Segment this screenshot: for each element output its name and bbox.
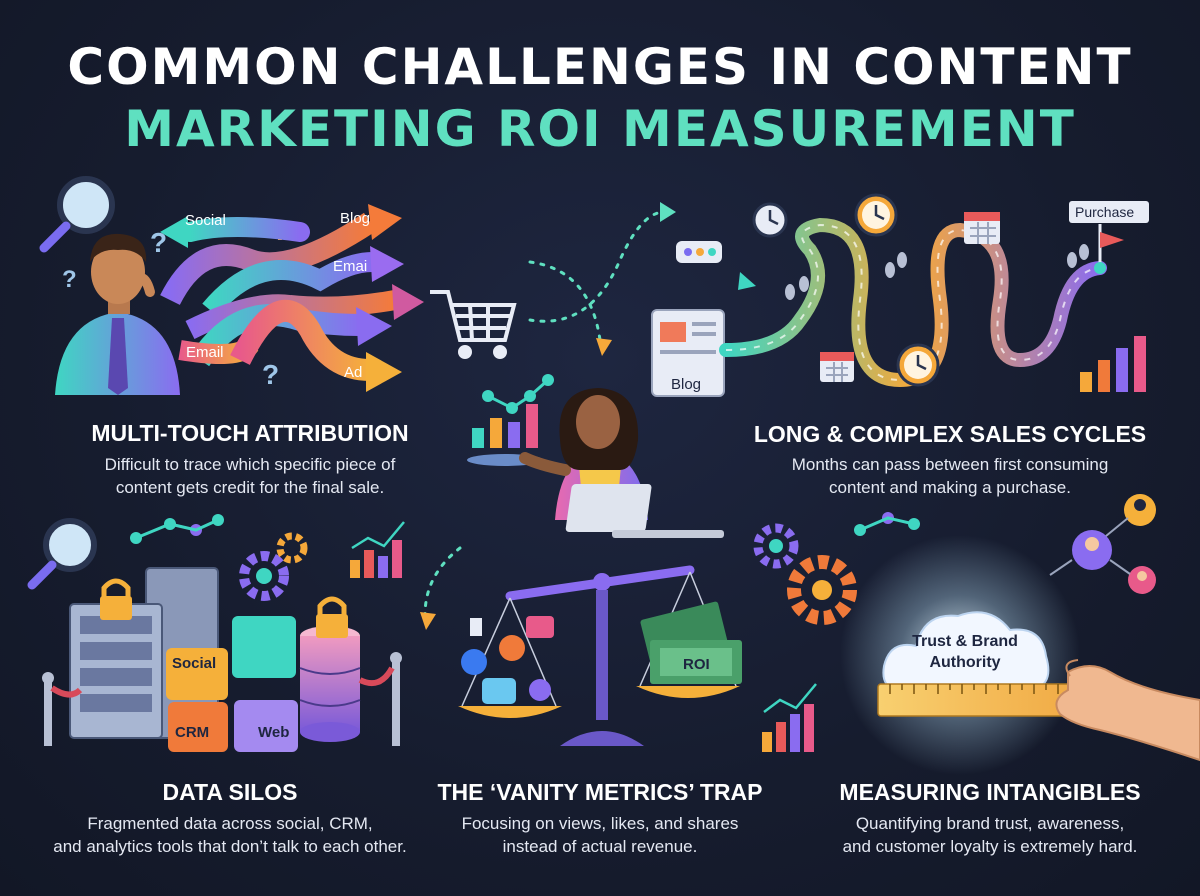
- desc-line: Difficult to trace which specific piece …: [104, 455, 396, 474]
- desc-line: Quantifying brand trust, awareness,: [855, 814, 1125, 833]
- section-title-silos: DATA SILOS: [162, 779, 298, 805]
- section-title-attribution: MULTI-TOUCH ATTRIBUTION: [91, 420, 409, 446]
- desc-line: content and making a purchase.: [829, 478, 1071, 497]
- puzzle-label-web: Web: [258, 724, 289, 741]
- arrow-label-email: Email: [186, 344, 224, 361]
- gear-icon: [276, 532, 308, 564]
- vanity-metrics-illustration: ROI: [458, 565, 742, 746]
- desc-line: Fragmented data across social, CRM,: [87, 814, 373, 833]
- section-title-sales-cycles: LONG & COMPLEX SALES CYCLES: [753, 421, 1147, 447]
- desc-line: Months can pass between first consuming: [791, 455, 1109, 474]
- desc-line: content gets credit for the final sale.: [115, 478, 385, 497]
- calendar-icon: [964, 212, 1000, 244]
- arrow-label-social: Social: [185, 212, 226, 229]
- hand-icon: [1055, 659, 1200, 762]
- arrowhead-icon: [420, 612, 436, 630]
- desc-line: and analytics tools that don’t talk to e…: [53, 837, 407, 856]
- blog-page-label: Blog: [671, 376, 701, 393]
- desc-line: Focusing on views, likes, and shares: [461, 814, 739, 833]
- shopping-cart-icon: [430, 290, 517, 359]
- cloud-label-line2: Authority: [929, 654, 1000, 671]
- section-title-vanity: THE ‘VANITY METRICS’ TRAP: [437, 779, 763, 805]
- dotted-connectors: [423, 210, 664, 617]
- gear-icon: [753, 523, 799, 569]
- network-nodes-icon: [130, 514, 224, 544]
- purchase-label: Purchase: [1075, 204, 1134, 220]
- gear-icon: [239, 551, 289, 601]
- puzzle-label-social: Social: [172, 655, 216, 672]
- arrowhead-icon: [596, 338, 612, 356]
- purchase-flag-icon: [1069, 201, 1149, 274]
- bar-chart-icon: [762, 683, 817, 752]
- balance-scale-icon: [458, 565, 740, 746]
- sales-cycle-illustration: Blog Purchase: [651, 193, 1149, 397]
- section-desc-intangibles: Quantifying brand trust, awareness, and …: [790, 812, 1190, 858]
- cloud-icon: [882, 611, 1050, 691]
- bar-chart-icon: [1080, 336, 1146, 392]
- clock-icon: [896, 343, 940, 387]
- section-title-intangibles: MEASURING INTANGIBLES: [839, 779, 1141, 805]
- section-desc-silos: Fragmented data across social, CRM, and …: [20, 812, 440, 858]
- arrow-label-ad: Ad: [344, 364, 362, 381]
- money-stack-icon: [640, 601, 742, 684]
- magnifier-icon: [39, 176, 115, 253]
- puzzle-label-crm: CRM: [175, 724, 209, 741]
- analyst-woman-icon: [467, 374, 724, 538]
- cloud-label-line1: Trust & Brand: [912, 633, 1018, 650]
- clock-icon: [752, 202, 788, 238]
- data-silos-illustration: Social CRM Web: [27, 514, 405, 752]
- database-icon: [299, 626, 361, 742]
- channel-arrows-icon: [160, 204, 424, 392]
- network-nodes-icon: [854, 512, 920, 536]
- question-mark-icon: ?: [62, 266, 77, 293]
- section-desc-attribution: Difficult to trace which specific piece …: [40, 453, 460, 499]
- bar-chart-icon: [350, 521, 405, 578]
- roi-label: ROI: [683, 656, 710, 673]
- bar-chart-icon: [472, 404, 538, 448]
- arrowhead-icon: [660, 202, 676, 222]
- title-line-1: COMMON CHALLENGES IN CONTENT: [67, 38, 1133, 96]
- intangibles-illustration: Trust & Brand Authority: [753, 494, 1200, 775]
- footprints-icon: [785, 244, 1089, 300]
- title-line-2: MARKETING ROI MEASUREMENT: [124, 100, 1076, 158]
- rope-barrier-icon: [42, 652, 402, 746]
- confused-man-icon: [55, 233, 180, 395]
- question-mark-icon: ?: [262, 359, 279, 390]
- question-mark-icon: ?: [150, 227, 167, 258]
- lock-icon: [316, 596, 348, 638]
- lock-icon: [100, 578, 132, 620]
- social-icons-icon: [461, 616, 554, 704]
- calendar-icon: [820, 352, 854, 382]
- clock-icon: [854, 193, 898, 237]
- attribution-illustration: ? ? ? ? Social Bl: [39, 176, 517, 395]
- desc-line: instead of actual revenue.: [502, 837, 698, 856]
- desc-line: and customer loyalty is extremely hard.: [842, 837, 1138, 856]
- browser-window-icon: [676, 241, 722, 263]
- section-desc-sales-cycles: Months can pass between first consuming …: [730, 453, 1170, 499]
- puzzle-pieces-icon: [166, 616, 298, 752]
- arrow-label-email-top: Emai: [333, 258, 367, 275]
- arrow-label-blog: Blog: [340, 210, 370, 227]
- magnifier-icon: [27, 518, 97, 590]
- people-network-icon: [1049, 494, 1156, 594]
- cursor-icon: [738, 272, 756, 290]
- gear-icon: [787, 555, 857, 625]
- section-desc-vanity: Focusing on views, likes, and shares ins…: [420, 812, 780, 858]
